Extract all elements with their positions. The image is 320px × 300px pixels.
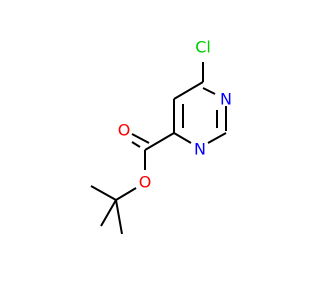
structure-diagram: Cl N N O O xyxy=(90,38,232,235)
bond-c5-c6 xyxy=(173,81,204,100)
atom-label-nitrogen-3: N xyxy=(194,140,206,159)
bond-cq-methyl-right xyxy=(115,199,123,235)
bond-ccarbonyl-o-1 xyxy=(131,141,141,148)
bonds xyxy=(90,62,227,235)
bond-n3-c4 xyxy=(173,132,192,144)
bond-oester-cq xyxy=(115,187,137,201)
bond-cq-methyl-left xyxy=(100,199,117,227)
bond-ccarbonyl-o-2 xyxy=(131,133,150,144)
molecule-drawing: Cl N N O O xyxy=(90,38,232,235)
atom-labels: Cl N N O O xyxy=(118,38,232,192)
atom-label-carbonyl-oxygen: O xyxy=(118,121,131,140)
bond-c4-ccarbonyl xyxy=(144,132,175,151)
bond-cq-methyl-top xyxy=(90,185,117,201)
atom-label-chlorine: Cl xyxy=(195,38,211,57)
bond-c6-n1 xyxy=(202,87,216,95)
atom-label-ester-oxygen: O xyxy=(139,173,152,192)
atom-label-nitrogen-1: N xyxy=(220,90,232,109)
bond-c2-n3 xyxy=(207,132,227,144)
